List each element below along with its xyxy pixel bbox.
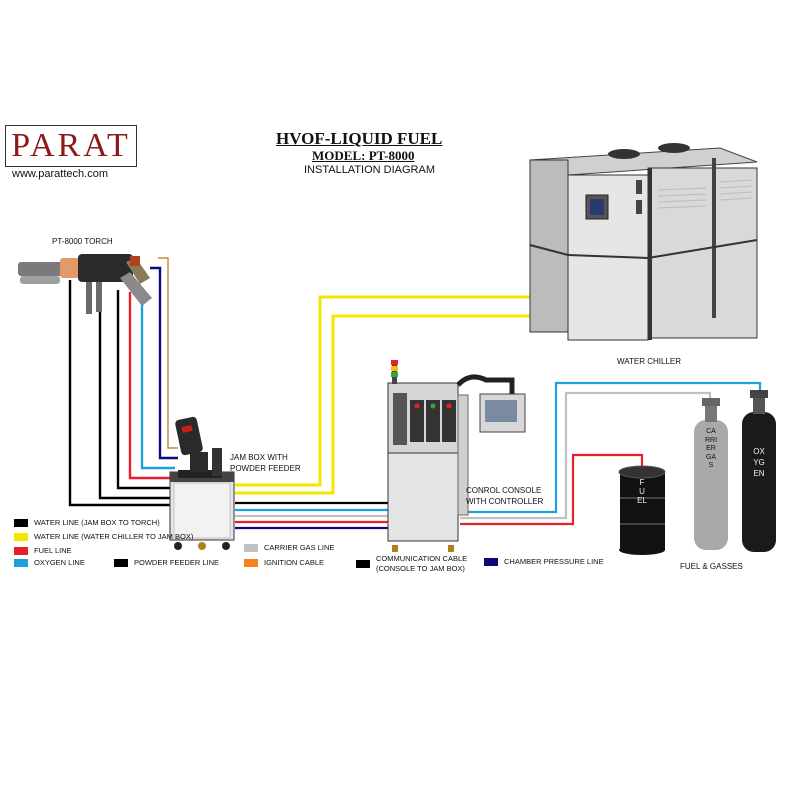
oxygen-cylinder-text: OXYGEN: [753, 446, 765, 479]
drum-fuel-text: FUEL: [637, 478, 647, 505]
water-line-torch-outer: [70, 280, 170, 505]
legend-item-carrier: CARRIER GAS LINE: [244, 543, 334, 552]
legend-swatch: [114, 559, 128, 567]
carrier-cylinder-graphic: [694, 398, 728, 550]
legend-swatch: [14, 547, 28, 555]
website-link[interactable]: www.parattech.com: [12, 168, 108, 180]
legend-label: CHAMBER PRESSURE LINE: [504, 557, 604, 566]
console-lines: [235, 503, 388, 528]
legend-label: IGNITION CABLE: [264, 558, 324, 567]
legend-item-communication: COMMUNICATION CABLE (CONSOLE TO JAM BOX): [356, 554, 467, 574]
oxygen-line-torch: [142, 290, 175, 468]
legend-swatch: [356, 560, 370, 568]
legend-item-ignition: IGNITION CABLE: [244, 558, 324, 567]
console-label-1: CONROL CONSOLE: [466, 485, 541, 496]
water-chiller-label: WATER CHILLER: [617, 356, 681, 367]
jam-box-label-1: JAM BOX WITH: [230, 452, 288, 463]
chamber-line-torch: [150, 268, 178, 458]
torch-label: PT-8000 TORCH: [52, 236, 113, 247]
legend-label-line2: (CONSOLE TO JAM BOX): [376, 564, 467, 574]
legend-label-line1: COMMUNICATION CABLE: [376, 554, 467, 564]
legend-item-water-chiller: WATER LINE (WATER CHILLER TO JAM BOX): [14, 532, 193, 541]
legend-swatch: [14, 519, 28, 527]
logo-text: PARAT: [11, 129, 131, 163]
water-chiller-graphic: [530, 143, 757, 340]
parat-logo: PARAT: [5, 125, 137, 167]
model-label: MODEL: PT-8000: [312, 148, 414, 164]
page-title: HVOF-LIQUID FUEL: [276, 129, 442, 149]
legend-item-oxygen: OXYGEN LINE: [14, 558, 85, 567]
legend-label: CARRIER GAS LINE: [264, 543, 334, 552]
legend-swatch: [484, 558, 498, 566]
torch-graphic: [18, 254, 152, 314]
jam-box-graphic: [170, 416, 234, 550]
legend-item-fuel: FUEL LINE: [14, 546, 72, 555]
legend-label: FUEL LINE: [34, 546, 72, 555]
legend-swatch: [244, 559, 258, 567]
console-label-2: WITH CONTROLLER: [466, 496, 543, 507]
legend-item-water-torch: WATER LINE (JAM BOX TO TORCH): [14, 518, 160, 527]
legend-label: WATER LINE (WATER CHILLER TO JAM BOX): [34, 532, 193, 541]
legend-swatch: [14, 533, 28, 541]
legend-label: OXYGEN LINE: [34, 558, 85, 567]
legend-item-chamber: CHAMBER PRESSURE LINE: [484, 557, 604, 566]
fuel-line-torch: [130, 292, 172, 478]
legend-label: POWDER FEEDER LINE: [134, 558, 219, 567]
jam-box-label-2: POWDER FEEDER: [230, 463, 301, 474]
legend-item-powder: POWDER FEEDER LINE: [114, 558, 219, 567]
legend-label: WATER LINE (JAM BOX TO TORCH): [34, 518, 160, 527]
legend-label: COMMUNICATION CABLE (CONSOLE TO JAM BOX): [376, 554, 467, 574]
carrier-cylinder-text: CARRIER GAS: [704, 428, 718, 471]
legend-swatch: [14, 559, 28, 567]
page-subtitle: INSTALLATION DIAGRAM: [304, 164, 435, 176]
fuel-gasses-label: FUEL & GASSES: [680, 561, 743, 572]
legend-swatch: [244, 544, 258, 552]
